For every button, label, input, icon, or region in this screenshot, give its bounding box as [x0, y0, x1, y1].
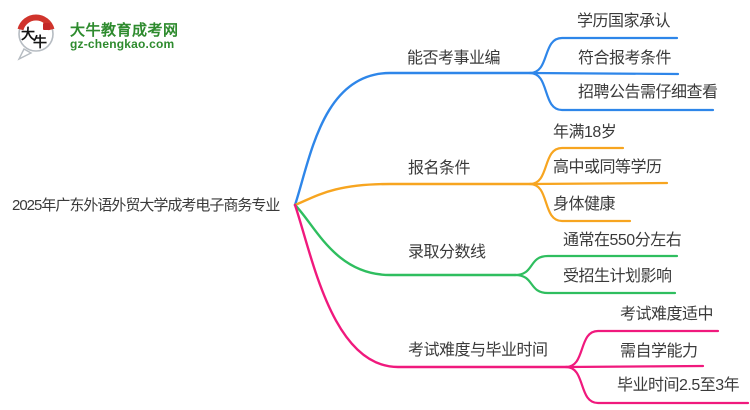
branch-line-requirements-child1: [528, 146, 625, 186]
logo-bubble-icon: 大 牛: [17, 14, 55, 61]
root-node-label: 2025年广东外语外贸大学成考电子商务专业: [12, 197, 280, 214]
branch-line-scoreline-child2: [513, 273, 677, 295]
branch-label-scoreline: 录取分数线: [408, 244, 486, 261]
site-logo: 大 牛 大牛教育成考网 gz-chengkao.com: [14, 13, 214, 63]
leaf-label-meet-conditions: 符合报考条件: [578, 50, 672, 67]
branch-line-career-main: [293, 71, 532, 207]
svg-text:牛: 牛: [33, 34, 47, 51]
branch-label-requirements: 报名条件: [408, 160, 471, 177]
branch-lines-career: [293, 36, 715, 207]
leaf-label-healthy: 身体健康: [553, 196, 616, 213]
leaf-label-enrollment-plan: 受招生计划影响: [563, 268, 672, 285]
leaf-label-highschool-equivalent: 高中或同等学历: [553, 159, 662, 176]
branch-line-requirements-main: [293, 182, 532, 207]
branch-line-scoreline-main: [293, 203, 517, 277]
branch-line-difficulty-child2: [564, 364, 705, 369]
branch-lines-requirements: [293, 146, 669, 223]
svg-text:大: 大: [21, 26, 35, 43]
leaf-label-check-announcement: 招聘公告需仔细查看: [578, 84, 718, 101]
leaf-label-moderate-difficulty: 考试难度适中: [620, 306, 714, 323]
branch-lines-scoreline: [293, 203, 679, 295]
branch-line-career-child3: [528, 71, 715, 112]
logo-subtitle: gz-chengkao.com: [70, 37, 175, 51]
branch-line-requirements-child3: [528, 182, 632, 223]
branch-lines-difficulty: [293, 203, 750, 405]
leaf-label-age-18: 年满18岁: [553, 124, 617, 141]
branch-line-scoreline-child1: [513, 254, 679, 277]
logo-title: 大牛教育成考网: [70, 22, 179, 39]
branch-line-career-child2: [528, 71, 680, 76]
leaf-label-around-550: 通常在550分左右: [563, 232, 682, 249]
branch-line-difficulty-child1: [564, 329, 720, 369]
branch-line-difficulty-child3: [564, 365, 750, 405]
leaf-label-self-study: 需自学能力: [620, 343, 698, 360]
branch-line-difficulty-main: [293, 203, 568, 369]
leaf-label-degree-recognized: 学历国家承认: [577, 13, 671, 30]
branch-label-difficulty: 考试难度与毕业时间: [408, 342, 548, 359]
branch-line-requirements-child2: [528, 181, 669, 186]
branch-line-career-child1: [528, 36, 679, 75]
branch-label-career: 能否考事业编: [407, 50, 501, 67]
leaf-label-graduation-time: 毕业时间2.5至3年: [617, 377, 740, 394]
